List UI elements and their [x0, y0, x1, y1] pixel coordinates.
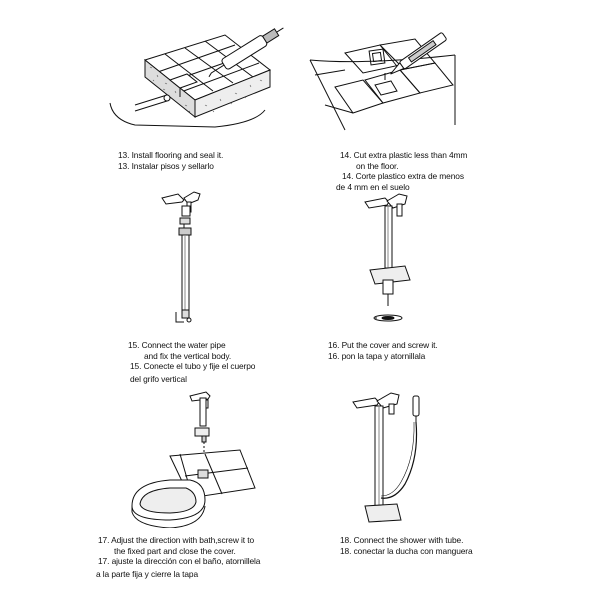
step-13-caption: 13. Install flooring and seal it. 13. In… — [118, 150, 223, 171]
step-17-en-line-2: the fixed part and close the cover. — [114, 545, 236, 556]
step-15-es-line-1: 15. Conecte el tubo y fije el cuerpo — [130, 361, 256, 372]
step-14-en-line-2: on the floor. — [356, 160, 399, 171]
step-16-caption: 16. Put the cover and screw it. 16. pon … — [328, 340, 438, 361]
step-13-illustration — [109, 27, 284, 128]
step-16-es-line-1: 16. pon la tapa y atornillala — [328, 350, 426, 361]
step-17-es-line-1: 17. ajuste la dirección con el baño, ato… — [98, 556, 261, 567]
step-17-illustration — [131, 391, 256, 528]
step-17-es-line-2: a la parte fija y cierre la tapa — [96, 568, 199, 579]
step-18-caption: 18. Connect the shower with tube. 18. co… — [340, 535, 473, 556]
step-18-es-line-1: 18. conectar la ducha con manguera — [340, 545, 473, 556]
step-14-caption: 14. Cut extra plastic less than 4mm on t… — [336, 150, 468, 192]
step-14-es-line-1: 14. Corte plastico extra de menos — [342, 171, 464, 182]
step-17-caption: 17. Adjust the direction with bath,screw… — [96, 535, 261, 579]
step-14-es-line-2: de 4 mm en el suelo — [336, 181, 410, 192]
step-13-es-line-1: 13. Instalar pisos y sellarlo — [118, 160, 214, 171]
step-16-illustration — [364, 193, 411, 322]
step-13-en-line-1: 13. Install flooring and seal it. — [118, 150, 224, 160]
step-15-en-line-2: and fix the vertical body. — [144, 350, 232, 361]
step-18-illustration — [352, 392, 420, 523]
step-15-es-line-2: del grifo vertical — [130, 373, 187, 384]
step-15-illustration — [161, 191, 201, 323]
step-15-caption: 15. Connect the water pipe and fix the v… — [128, 340, 255, 384]
step-15-en-line-1: 15. Connect the water pipe — [128, 340, 226, 350]
step-14-illustration — [309, 32, 456, 131]
step-16-en-line-1: 16. Put the cover and screw it. — [328, 340, 438, 350]
step-17-en-line-1: 17. Adjust the direction with bath,screw… — [98, 535, 255, 545]
step-18-en-line-1: 18. Connect the shower with tube. — [340, 535, 464, 545]
step-14-en-line-1: 14. Cut extra plastic less than 4mm — [340, 150, 468, 160]
